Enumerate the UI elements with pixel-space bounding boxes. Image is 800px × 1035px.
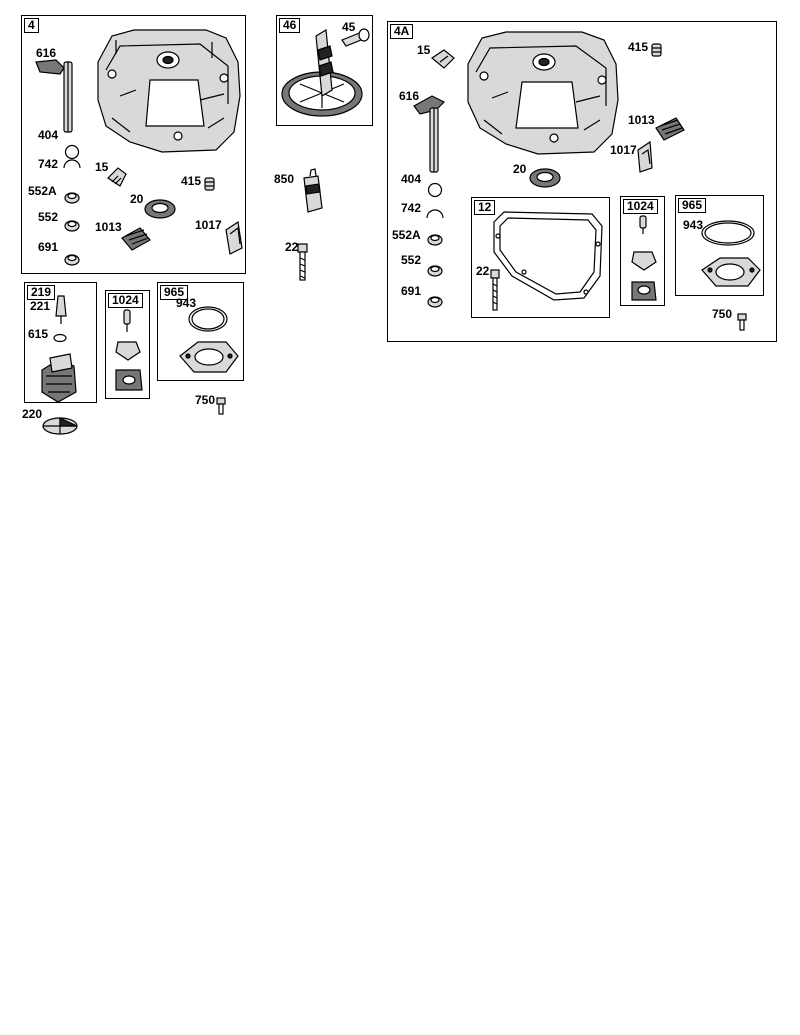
part-label-404-left: 404 (38, 128, 59, 142)
screw-22-free (297, 243, 308, 281)
part-label-750-right: 750 (712, 307, 733, 321)
group-4a-tag: 4A (390, 24, 414, 39)
part-label-742-left: 742 (38, 157, 59, 171)
part-label-1013-right: 1013 (628, 113, 655, 127)
washer-552-left (64, 220, 80, 232)
group-4-frame: 4 (21, 15, 246, 274)
washer-691-left (64, 254, 80, 266)
needle-valve-1024-right (631, 215, 657, 301)
washer-552-right (427, 265, 443, 277)
screw-750-right (737, 313, 747, 331)
part-label-1017-right: 1017 (610, 143, 637, 157)
group-4a-frame: 4A (387, 21, 777, 342)
washer-552a-left (64, 192, 80, 204)
part-label-552-left: 552 (38, 210, 59, 224)
part-label-1017-left: 1017 (195, 218, 222, 232)
crankcase-cover-drawing-4a (467, 31, 619, 155)
part-label-15-right: 15 (417, 43, 431, 57)
group-1024-frame-left: 1024 (105, 290, 150, 399)
governor-shaft-drawing-616-left (35, 59, 73, 133)
seal-ring-404-left (64, 144, 80, 160)
retainer-615 (53, 333, 67, 343)
governor-gear-drawing-219 (41, 353, 77, 403)
gasket-drawing-12 (493, 211, 603, 301)
sealant-tube-850 (303, 168, 323, 213)
part-label-45: 45 (342, 20, 356, 34)
gear-220 (42, 417, 78, 435)
washer-552a-right (427, 234, 443, 246)
group-965-tag-left: 965 (160, 285, 189, 300)
part-label-20-right: 20 (513, 162, 527, 176)
group-46-tag: 46 (279, 18, 301, 33)
group-4-tag: 4 (24, 18, 39, 33)
group-46-frame: 46 (276, 15, 373, 126)
group-965-frame-right: 965 (675, 195, 764, 296)
group-1024-tag-right: 1024 (623, 199, 658, 214)
part-label-415-right: 415 (628, 40, 649, 54)
filter-1017-right (637, 140, 653, 173)
part-label-943-left: 943 (176, 296, 197, 310)
part-label-15-left: 15 (95, 160, 109, 174)
part-label-552a-left: 552A (28, 184, 57, 198)
part-label-943-right: 943 (683, 218, 704, 232)
oil-seal-20-right (529, 168, 561, 188)
e-clip-742-left (63, 159, 81, 169)
part-label-691-left: 691 (38, 240, 59, 254)
group-965-tag-right: 965 (678, 198, 707, 213)
part-label-22-free: 22 (285, 240, 299, 254)
needle-valve-1024-left (115, 309, 143, 391)
crankcase-cover-drawing-4 (97, 29, 241, 153)
plug-415-left (204, 177, 215, 191)
part-label-552-right: 552 (401, 253, 422, 267)
part-label-552a-right: 552A (392, 228, 421, 242)
filter-1017-left (225, 220, 243, 255)
oil-seal-20-left (144, 199, 176, 219)
camshaft-drawing-46 (281, 28, 363, 117)
governor-pin-221 (55, 295, 67, 324)
screw-15-left (107, 167, 127, 187)
part-label-404-right: 404 (401, 172, 422, 186)
screw-15-right (430, 49, 455, 69)
part-label-615: 615 (28, 327, 49, 341)
part-label-20-left: 20 (130, 192, 144, 206)
part-label-415-left: 415 (181, 174, 202, 188)
bearing-pin-45 (341, 28, 370, 47)
gasket-set-943-left (179, 306, 239, 373)
screw-750-left (216, 397, 226, 415)
governor-shaft-drawing-616-right (413, 95, 446, 173)
spring-1013-right (655, 117, 685, 141)
plug-415-right (651, 43, 662, 57)
part-label-616-left: 616 (36, 46, 57, 60)
group-219-frame: 219 (24, 282, 97, 403)
part-label-616-right: 616 (399, 89, 420, 103)
group-965-frame-left: 965 (157, 282, 244, 381)
part-label-1013-left: 1013 (95, 220, 122, 234)
part-label-220: 220 (22, 407, 43, 421)
group-219-tag: 219 (27, 285, 56, 300)
e-clip-742-right (426, 209, 444, 219)
part-label-850: 850 (274, 172, 295, 186)
gasket-set-943-right (701, 220, 761, 287)
part-label-742-right: 742 (401, 201, 422, 215)
group-12-frame: 12 (471, 197, 610, 318)
group-12-tag: 12 (474, 200, 496, 215)
spring-1013-left (121, 227, 151, 251)
part-label-691-right: 691 (401, 284, 422, 298)
part-label-750-left: 750 (195, 393, 216, 407)
seal-ring-404-right (427, 182, 443, 198)
part-label-22-gasket-set: 22 (476, 264, 490, 278)
washer-691-right (427, 296, 443, 308)
group-1024-frame-right: 1024 (620, 196, 665, 306)
group-1024-tag-left: 1024 (108, 293, 143, 308)
part-label-221: 221 (30, 299, 51, 313)
screw-22-in-gasket-set (490, 269, 500, 311)
